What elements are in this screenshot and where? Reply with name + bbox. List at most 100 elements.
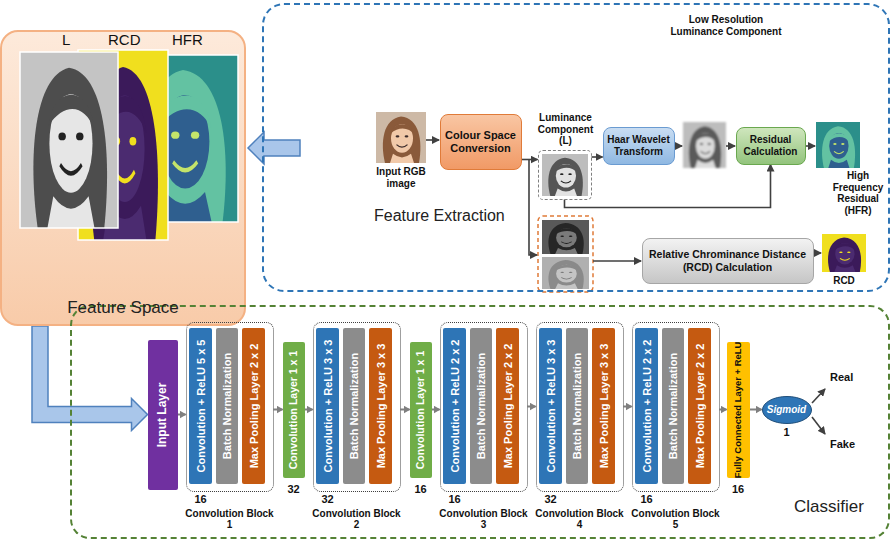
chroma-photo (542, 257, 589, 289)
node-label: Batch Normalization (475, 353, 487, 459)
node-label: Colour Space Conversion (444, 129, 518, 154)
node-label: Feature Space (2, 298, 244, 318)
connector (522, 159, 538, 161)
image-label: Input RGB image (366, 166, 436, 189)
node-label: Classifier (794, 497, 864, 517)
max-pool-bar: Max Pooling Layer 3 x 3 (369, 328, 392, 484)
node-label: Max Pooling Layer 2 x 2 (247, 344, 259, 469)
node-label: 1 (762, 426, 812, 438)
block-arrow (248, 132, 300, 164)
node-label: 16 (449, 493, 461, 505)
node-label: 32 (322, 493, 334, 505)
max-pool-bar: Max Pooling Layer 2 x 2 (242, 328, 265, 484)
node-label: Convolution Block 2 (310, 508, 404, 531)
max-pool-bar: Max Pooling Layer 2 x 2 (496, 328, 519, 484)
conv-relu-bar: Convolution + ReLU 5 x 5 (189, 328, 212, 484)
node-label: Convolution + ReLU 2 x 2 (448, 340, 460, 473)
batch-norm-bar: Batch Normalization (343, 328, 365, 484)
process-box: Residual Calculation (736, 127, 806, 165)
node-label: Fully Connected Layer + ReLU (733, 341, 743, 478)
input-layer-bar: Input Layer (148, 340, 178, 490)
image-frame: Luminance Component (L) (538, 150, 592, 200)
node-label: Luminance Component (L) (531, 112, 601, 147)
conv-block-frame: 16Convolution Block 3Convolution + ReLU … (440, 322, 528, 492)
connector (565, 165, 771, 208)
node-label: 16 (400, 483, 442, 495)
node-label: Max Pooling Layer 2 x 2 (501, 344, 513, 469)
conv1x1-bar: Convolution Layer 1 x 132 (283, 342, 305, 478)
process-box: Colour Space Conversion (440, 114, 522, 170)
connector (432, 409, 440, 411)
low-res-photo (683, 122, 726, 168)
image-label: L (62, 31, 70, 48)
sigmoid-ellipse: Sigmoid1 (762, 396, 812, 424)
node-label: Max Pooling Layer 3 x 3 (597, 344, 609, 469)
rcd-photo (822, 234, 866, 272)
connector (178, 414, 186, 416)
batch-norm-bar: Batch Normalization (566, 328, 588, 484)
feature-panel: Feature Space (0, 30, 246, 326)
node-label: Batch Normalization (348, 353, 360, 459)
process-box: Haar Wavelet Transform (603, 127, 675, 165)
image-label: RCD (108, 31, 141, 48)
node-label: Convolution Block 3 (437, 508, 531, 531)
connector (750, 409, 762, 411)
node-label: Haar Wavelet Transform (607, 134, 671, 157)
node-label: 32 (273, 483, 315, 495)
node-label: Max Pooling Layer 3 x 3 (374, 344, 386, 469)
node-label: Input Layer (156, 382, 169, 447)
conv-block-frame: 16Convolution Block 5Convolution + ReLU … (632, 322, 720, 492)
connector (528, 406, 536, 408)
node-label: 16 (195, 493, 207, 505)
connector (401, 409, 410, 411)
conv-block-frame: 16Convolution Block 1Convolution + ReLU … (186, 322, 274, 492)
batch-norm-bar: Batch Normalization (216, 328, 238, 484)
node-label: 16 (641, 493, 653, 505)
conv-relu-bar: Convolution + ReLU 3 x 3 (316, 328, 339, 484)
classifier-region: ClassifierInput Layer16Convolution Block… (70, 305, 890, 539)
conv1x1-bar: Convolution Layer 1 x 116 (410, 342, 432, 478)
node-label: Convolution + ReLU 3 x 3 (321, 340, 333, 473)
feature-maps (20, 50, 238, 240)
node-label: Convolution Block 1 (183, 508, 277, 531)
image-label: HFR (172, 31, 203, 48)
conv-relu-bar: Convolution + ReLU 2 x 2 (443, 328, 466, 484)
node-label: 32 (545, 493, 557, 505)
node-label: Convolution Layer 1 x 1 (288, 350, 300, 468)
node-label: Max Pooling Layer 2 x 2 (693, 344, 705, 469)
connector (592, 156, 603, 158)
chroma-photo (542, 220, 589, 254)
max-pool-bar: Max Pooling Layer 3 x 3 (592, 328, 615, 484)
process-box: Relative Chrominance Distance (RCD) Calc… (642, 238, 814, 284)
conv-block-frame: 32Convolution Block 2Convolution + ReLU … (313, 322, 401, 492)
luminance-photo (542, 154, 588, 196)
node-label: Batch Normalization (571, 353, 583, 459)
node-label: Convolution + ReLU 3 x 3 (544, 340, 556, 473)
connector (720, 409, 727, 411)
node-label: Convolution Layer 1 x 1 (415, 350, 427, 468)
output-label: Real (830, 371, 853, 383)
node-label: Batch Normalization (221, 353, 233, 459)
node-label: 16 (717, 483, 760, 495)
connector (624, 406, 632, 408)
conv-relu-bar: Convolution + ReLU 3 x 3 (539, 328, 562, 484)
connector (305, 409, 313, 411)
connector (274, 409, 283, 411)
max-pool-bar: Max Pooling Layer 2 x 2 (688, 328, 711, 484)
node-label: Convolution Block 5 (629, 508, 723, 531)
image-label: Low Resolution Luminance Component (666, 14, 786, 37)
batch-norm-bar: Batch Normalization (662, 328, 684, 484)
output-label: Fake (830, 438, 855, 450)
node-label: Residual Calculation (740, 134, 802, 157)
extraction-region: Feature Extraction Colour Space Conversio… (262, 3, 890, 292)
node-label: Feature Extraction (374, 207, 505, 225)
conv-block-frame: 32Convolution Block 4Convolution + ReLU … (536, 322, 624, 492)
node-label: Convolution + ReLU 5 x 5 (194, 340, 206, 473)
chroma-frame (538, 216, 593, 292)
conv-relu-bar: Convolution + ReLU 2 x 2 (635, 328, 658, 484)
block-arrow (32, 326, 148, 431)
node-label: Sigmoid (767, 404, 806, 415)
dense-layer-bar: Fully Connected Layer + ReLU16 (727, 342, 750, 478)
image-label: RCD (822, 275, 866, 287)
node-label: Convolution + ReLU 2 x 2 (640, 340, 652, 473)
